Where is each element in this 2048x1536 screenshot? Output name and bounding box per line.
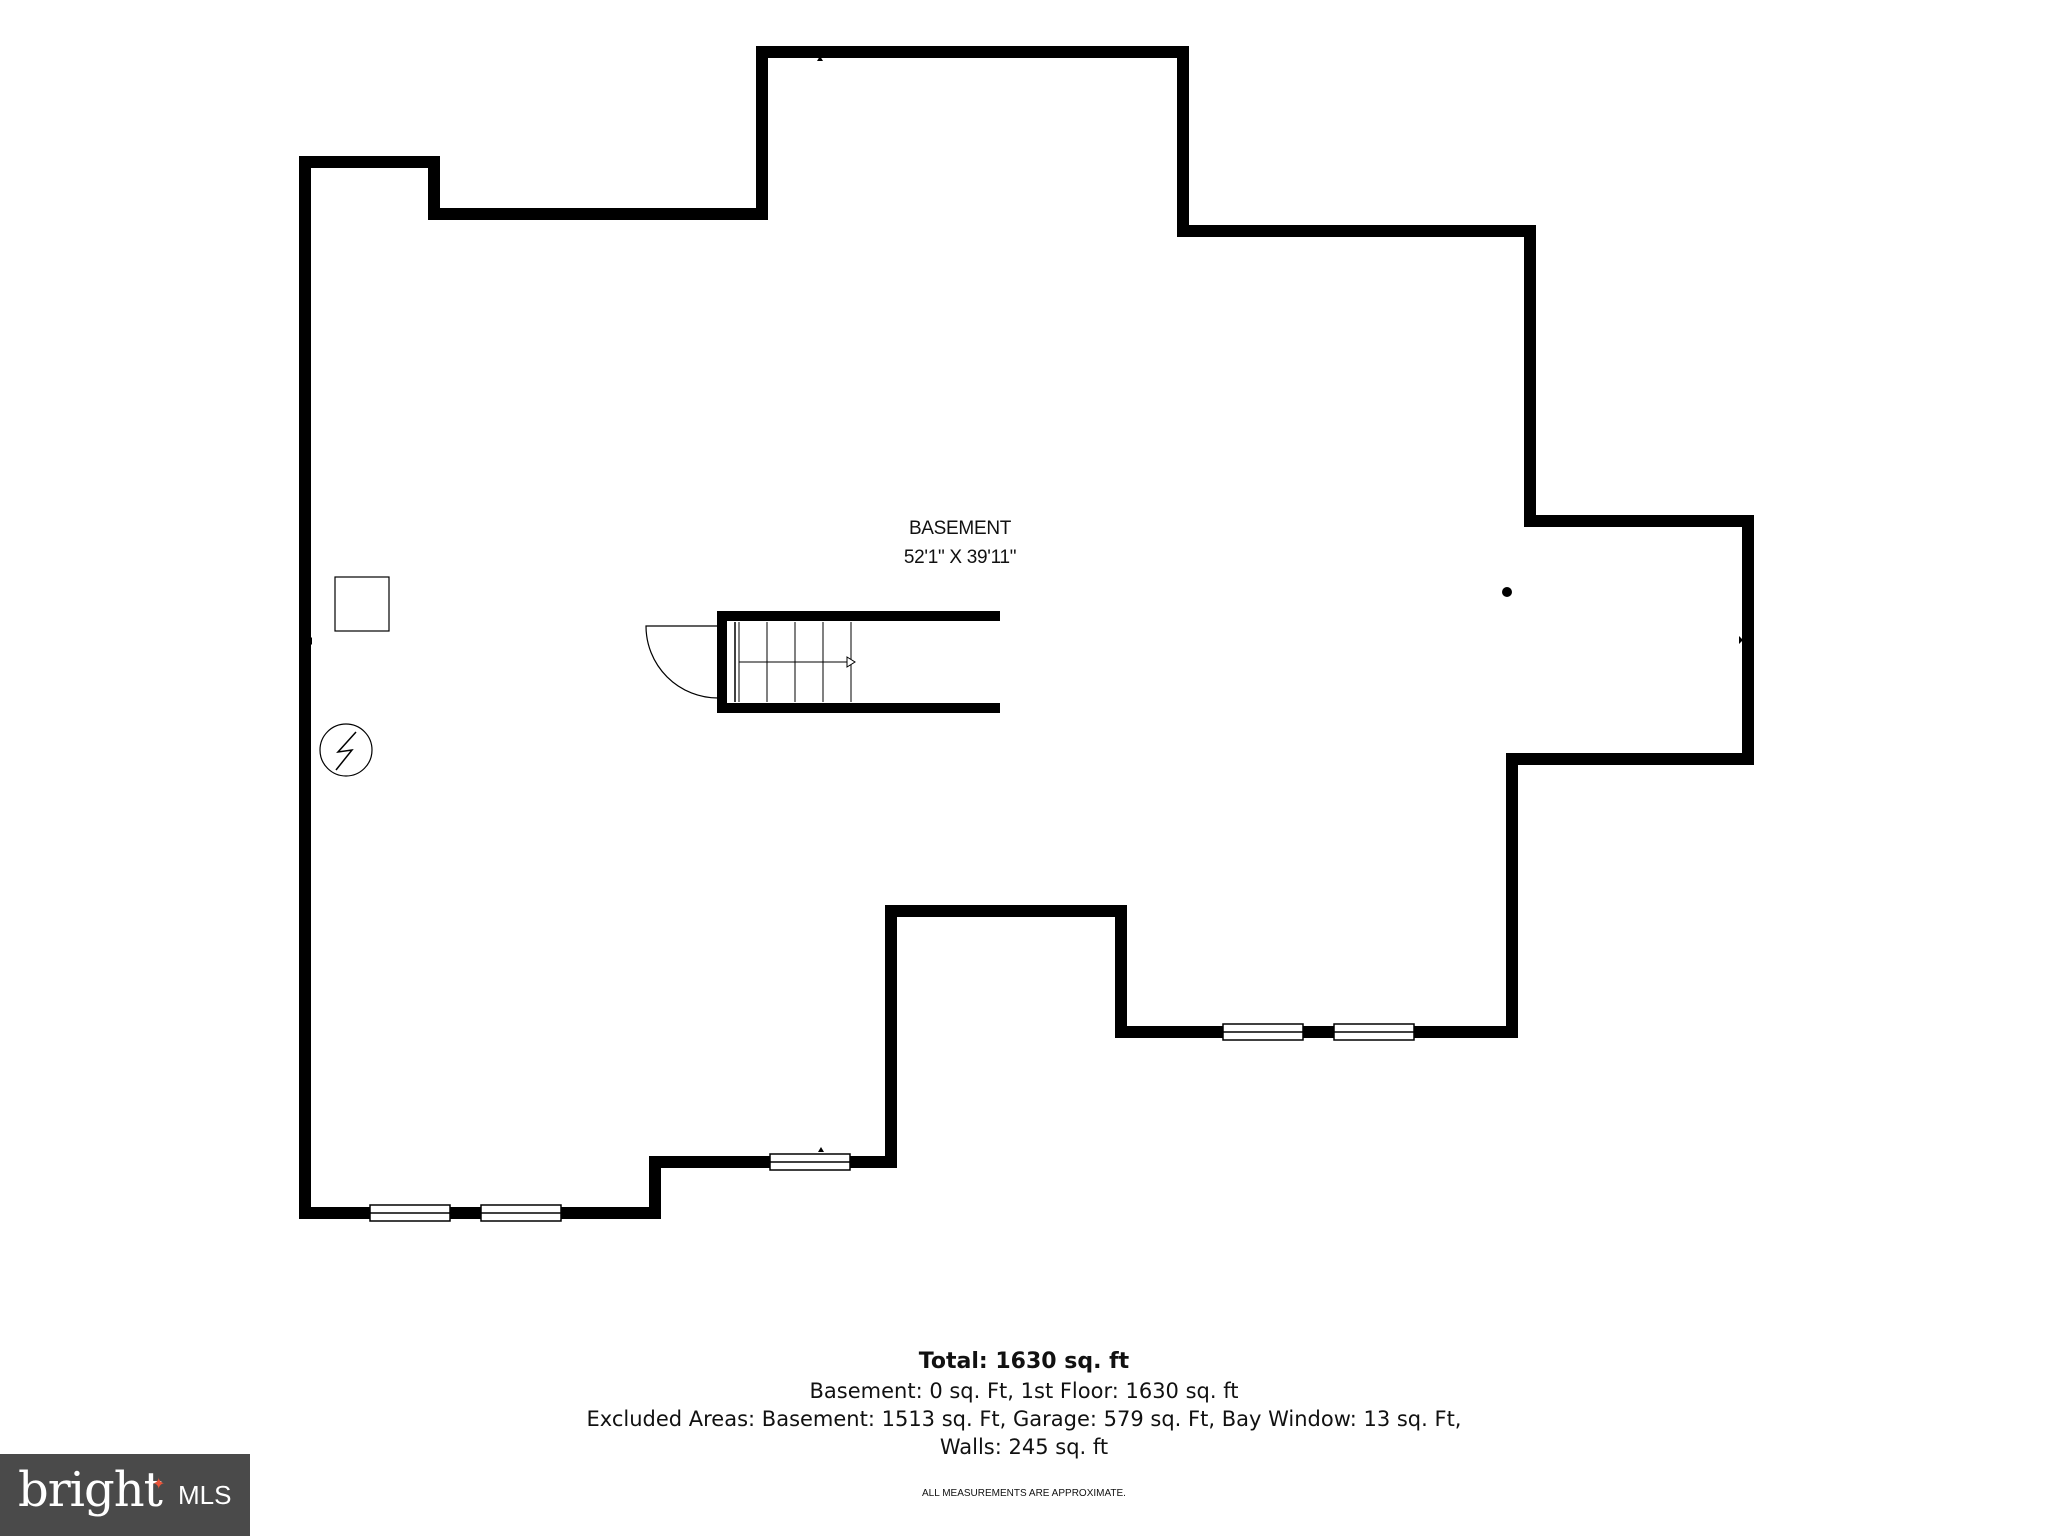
window-bottom-left-1 [369,1204,451,1222]
logo-spark-icon: ✦ [152,1476,166,1493]
wall-marker-right [1739,636,1743,644]
window-bottom-left-2 [480,1204,562,1222]
column-icon [1502,587,1512,597]
window-bottom-middle [769,1147,851,1171]
square-fixture [334,576,390,632]
measurement-disclaimer: ALL MEASUREMENTS ARE APPROXIMATE. [922,1488,1126,1499]
total-area: Total: 1630 sq. ft [918,1349,1130,1374]
floor-area-breakdown: Basement: 0 sq. Ft, 1st Floor: 1630 sq. … [809,1379,1239,1403]
excluded-areas: Excluded Areas: Basement: 1513 sq. Ft, G… [586,1407,1462,1431]
wall-marker-top [817,56,823,61]
logo-brand-text: bright [18,1462,163,1518]
exterior-walls [299,46,1754,1219]
window-bottom-right-2 [1333,1023,1415,1041]
wall-marker-left [308,637,312,645]
window-bottom-right-1 [1222,1023,1304,1041]
electrical-panel-icon [319,723,373,777]
walls-area: Walls: 245 sq. ft [939,1435,1109,1459]
room-name: BASEMENT [908,518,1012,539]
room-dimensions: 52'1" X 39'11" [903,547,1017,568]
bright-mls-logo: bright ✦ MLS [0,1454,250,1536]
staircase [717,611,1000,713]
logo-suffix-text: MLS [178,1480,232,1510]
door-swing-icon [645,625,719,699]
stairs-arrow-icon [846,656,856,668]
